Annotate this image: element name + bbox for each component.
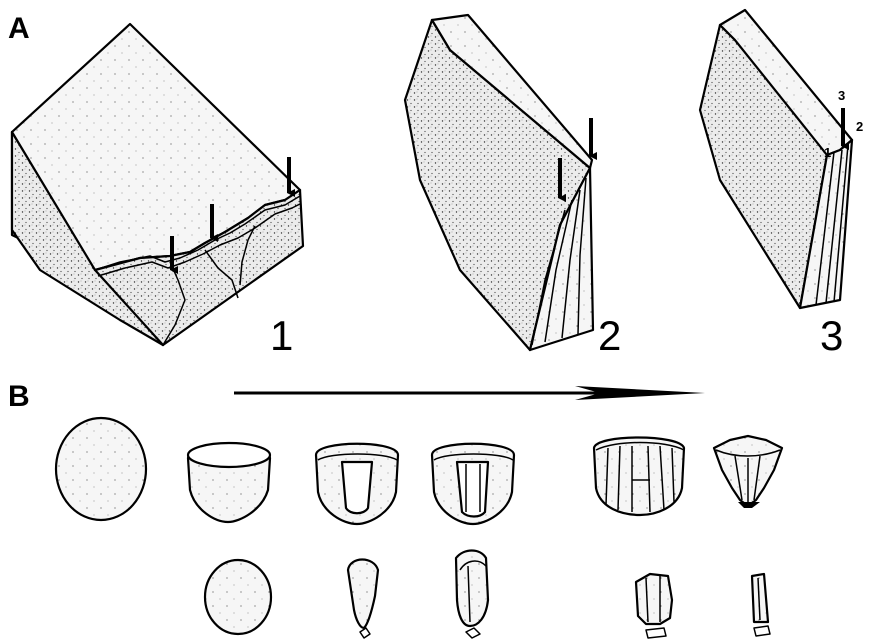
core-first-flake — [316, 444, 398, 524]
core-stage-2 — [405, 15, 593, 350]
flake-elongated-1 — [348, 560, 378, 639]
flake-blade-1 — [636, 574, 672, 638]
flake-blade-2 — [752, 574, 770, 636]
removal-order-2: 2 — [856, 119, 863, 134]
core-exhausted — [714, 436, 782, 508]
panel-a-label: A — [8, 12, 30, 45]
core-stage-3: 1 2 3 — [700, 10, 863, 308]
stage-3-number: 3 — [820, 312, 843, 359]
core-stage-1 — [12, 24, 303, 345]
pebble-blank — [56, 418, 146, 520]
removal-order-1: 1 — [824, 145, 831, 160]
stage-2-number: 2 — [598, 312, 621, 359]
panel-b-label: B — [8, 380, 30, 413]
core-second-flake — [432, 444, 514, 524]
core-truncated — [188, 443, 270, 522]
flake-elongated-2 — [456, 551, 488, 639]
sequence-arrow — [234, 386, 705, 400]
core-advanced — [594, 438, 684, 516]
stage-1-number: 1 — [270, 312, 293, 359]
removal-order-3: 3 — [838, 88, 845, 103]
flake-cortical — [205, 560, 271, 634]
